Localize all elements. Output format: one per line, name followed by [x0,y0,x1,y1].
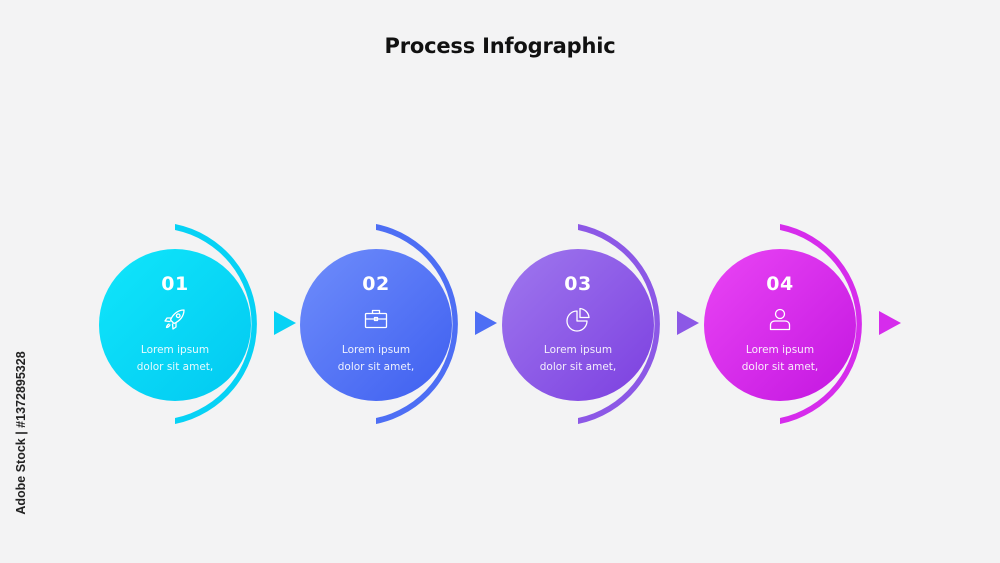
step-description-line: Lorem ipsum [543,344,613,356]
step-description-line: dolor sit amet, [337,361,415,373]
step-2-circle: 02 Lorem ipsum dolor sit amet, [300,249,452,401]
step-3-circle: 03 Lorem ipsum dolor sit amet, [502,249,654,401]
watermark-credit-text: Adobe Stock | #1372895328 [14,351,28,515]
watermark-credit: Adobe Stock | #1372895328 [14,318,28,548]
step-2-arc-arrow [376,224,497,424]
step-1-circle: 01 Lorem ipsum dolor sit amet, [99,249,251,401]
step-description-line: Lorem ipsum [341,344,411,356]
step-description-line: dolor sit amet, [741,361,819,373]
step-number: 03 [564,273,592,295]
step-description-line: dolor sit amet, [539,361,617,373]
pie-chart-icon [566,307,590,332]
step-number: 04 [766,273,794,295]
step-1: 01 Lorem ipsum dolor sit amet, [99,222,319,426]
user-icon [769,308,791,331]
step-3: 03 Lorem ipsum dolor sit amet, [502,222,722,426]
step-4-arc-arrow [780,224,901,424]
step-3-arc-arrow [578,224,699,424]
briefcase-icon [364,309,388,329]
step-description-line: Lorem ipsum [140,344,210,356]
page-title: Process Infographic [384,34,616,58]
step-description-line: dolor sit amet, [136,361,214,373]
step-1-arc-arrow [175,224,296,424]
step-description-line: Lorem ipsum [745,344,815,356]
step-number: 02 [362,273,390,295]
step-2: 02 Lorem ipsum dolor sit amet, [300,222,520,426]
step-4-circle: 04 Lorem ipsum dolor sit amet, [704,249,856,401]
rocket-icon [164,309,185,330]
step-4: 04 Lorem ipsum dolor sit amet, [704,222,924,426]
step-number: 01 [161,273,189,295]
